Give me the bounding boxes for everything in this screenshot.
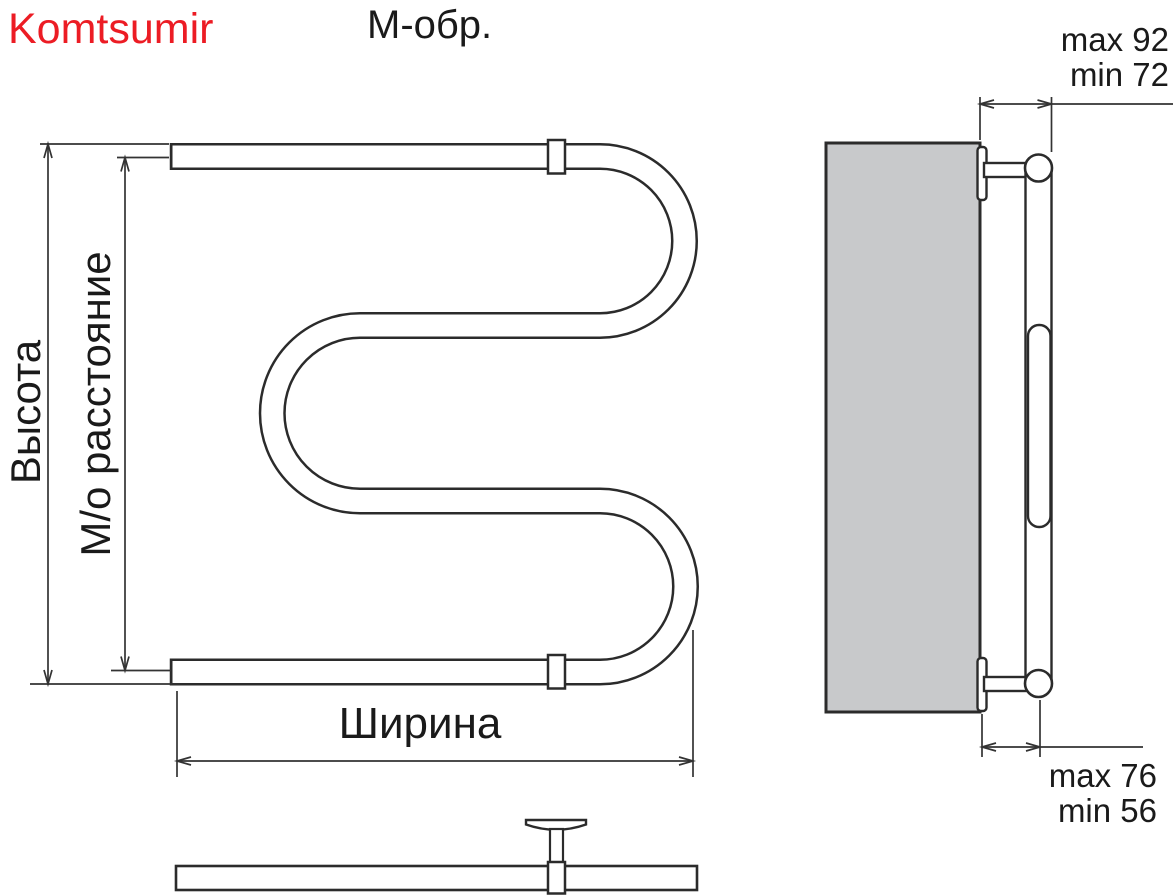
bracket-arm: [982, 161, 1030, 179]
bottom-bracket: [976, 656, 1030, 713]
axial-distance-dimension: [111, 154, 171, 674]
top-bracket: [976, 145, 1030, 202]
side-view: [824, 97, 1173, 757]
page-title: М-обр.: [367, 3, 493, 47]
return-bend-profile: [1026, 323, 1052, 529]
min-offset-top: min 72: [1069, 56, 1169, 93]
max-offset-bottom: max 76: [1048, 757, 1157, 794]
top-offset-dimension: [976, 97, 1173, 152]
max-offset-top: max 92: [1060, 21, 1169, 58]
arrow-up-icon: [43, 140, 53, 159]
width-dimension-label: Ширина: [338, 699, 502, 748]
bottom-offset-dimension: [978, 700, 1143, 757]
arrow-right-icon: [1025, 742, 1044, 752]
arrow-up-icon: [120, 154, 130, 172]
height-dimension: [30, 140, 180, 688]
arrow-right-icon: [678, 756, 697, 766]
front-view: [30, 138, 699, 777]
axial-distance-dimension-label: М/о расстояние: [72, 251, 119, 557]
arrow-down-icon: [43, 669, 53, 688]
bracket-stem: [548, 827, 565, 867]
pipe-end-top: [1023, 153, 1054, 183]
coupling-bottom: [546, 653, 567, 690]
brand-logo: Komtsumir: [8, 5, 214, 53]
pipe-end-bottom: [1023, 668, 1054, 699]
wall: [824, 141, 982, 714]
bracket-arm: [982, 675, 1030, 693]
arrow-left-icon: [978, 742, 997, 752]
pipe-outline: [170, 143, 699, 686]
arrow-right-icon: [1037, 99, 1055, 109]
wall-to-pipe-axis-values: max 76 min 56: [1049, 758, 1157, 828]
arrow-left-icon: [976, 99, 995, 109]
arrow-left-icon: [173, 756, 192, 766]
m-shape-pipe: [169, 138, 699, 690]
coupling-top: [546, 138, 567, 175]
pipe-bar: [174, 864, 699, 892]
arrow-down-icon: [120, 656, 130, 674]
wall-to-pipe-edge-values: max 92 min 72: [1061, 22, 1169, 92]
coupling: [546, 860, 567, 895]
height-dimension-label: Высота: [2, 339, 49, 485]
side-pipe: [1023, 153, 1054, 699]
pipe-inner: [172, 145, 697, 683]
width-dimension: [173, 630, 697, 777]
min-offset-bottom: min 56: [1057, 792, 1157, 829]
top-view: [174, 818, 699, 895]
